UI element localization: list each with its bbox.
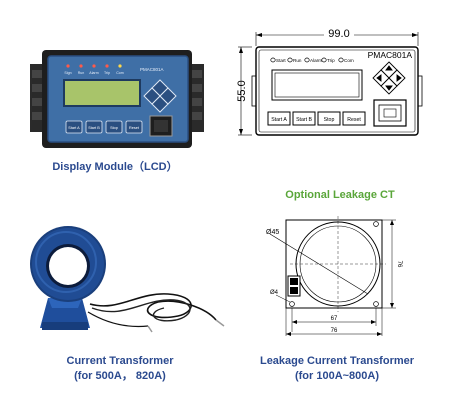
leakage-ct-height-dimension: 76 [396,261,402,268]
lcd-drawing-led-label: Alarm [310,58,322,63]
lcd-photo-leds: Sign Run Alarm Trip Com [64,64,124,75]
caption-optional-leakage: Optional Leakage CT [285,189,395,201]
lcd-photo-buttons: Start A Start B Stop Reset [65,120,143,134]
lcd-dimension-drawing: 99.0 55.0 Start Run Alarm Trip Com PMAC8… [236,27,423,136]
lcd-module-photo: Sign Run Alarm Trip Com PMAC801A Start A… [30,50,204,148]
lcd-photo-keypad [143,79,177,113]
lcd-drawing-screen [271,69,363,101]
lcd-drawing-led-label: Com [344,58,354,63]
leakage-ct-diameter: Ø45 [266,229,279,236]
lcd-photo-led-label: Com [116,71,124,75]
caption-leakage-transformer-range: (for 100A~800A) [294,370,380,382]
lcd-drawing-button-label: Reset [347,117,361,123]
lcd-photo-led-label: Run [78,71,85,75]
lcd-drawing-led-label: Run [293,58,302,63]
lcd-drawing-button-label: Start B [296,117,312,123]
lcd-photo-button-label: Reset [129,126,140,130]
leakage-ct-hole-label: Ø4 [270,290,279,296]
leakage-ct-outer-width: 76 [331,328,338,334]
caption-leakage-transformer: Leakage Current Transformer [259,355,415,367]
lcd-width-dimension: 99.0 [328,28,349,40]
lcd-height-dimension: 55.0 [236,80,248,101]
lcd-drawing-leds: Start Run Alarm Trip Com [270,57,354,63]
lcd-photo-button-label: Start A [68,126,80,130]
lcd-drawing-keypad [372,61,406,95]
lcd-drawing-led-label: Start [276,58,286,63]
caption-current-transformer-range: (for 500A， 820A) [74,370,166,382]
lcd-drawing-button-label: Stop [324,117,335,123]
caption-display-module: Display Module（LCD） [52,161,178,173]
lcd-photo-brand: PMAC801A [140,67,164,72]
leakage-ct-inner-width: 67 [331,316,338,322]
lcd-photo-button-label: Stop [110,126,118,130]
lcd-drawing-buttons: Start A Start B Stop Reset [267,111,366,126]
caption-current-transformer: Current Transformer [66,355,174,367]
lcd-photo-button-label: Start B [88,126,100,130]
lcd-photo-led-label: Alarm [89,71,98,75]
lcd-photo-led-label: Sign [64,71,71,75]
lcd-drawing-led-label: Trip [327,58,335,63]
lcd-photo-screen [63,79,141,107]
leakage-ct-drawing: Ø45 Ø4 76 67 76 [266,216,402,336]
lcd-photo-led-label: Trip [104,71,110,75]
lcd-drawing-model: PMAC801A [368,50,413,60]
current-transformer-photo [30,226,225,333]
lcd-drawing-button-label: Start A [271,117,287,123]
